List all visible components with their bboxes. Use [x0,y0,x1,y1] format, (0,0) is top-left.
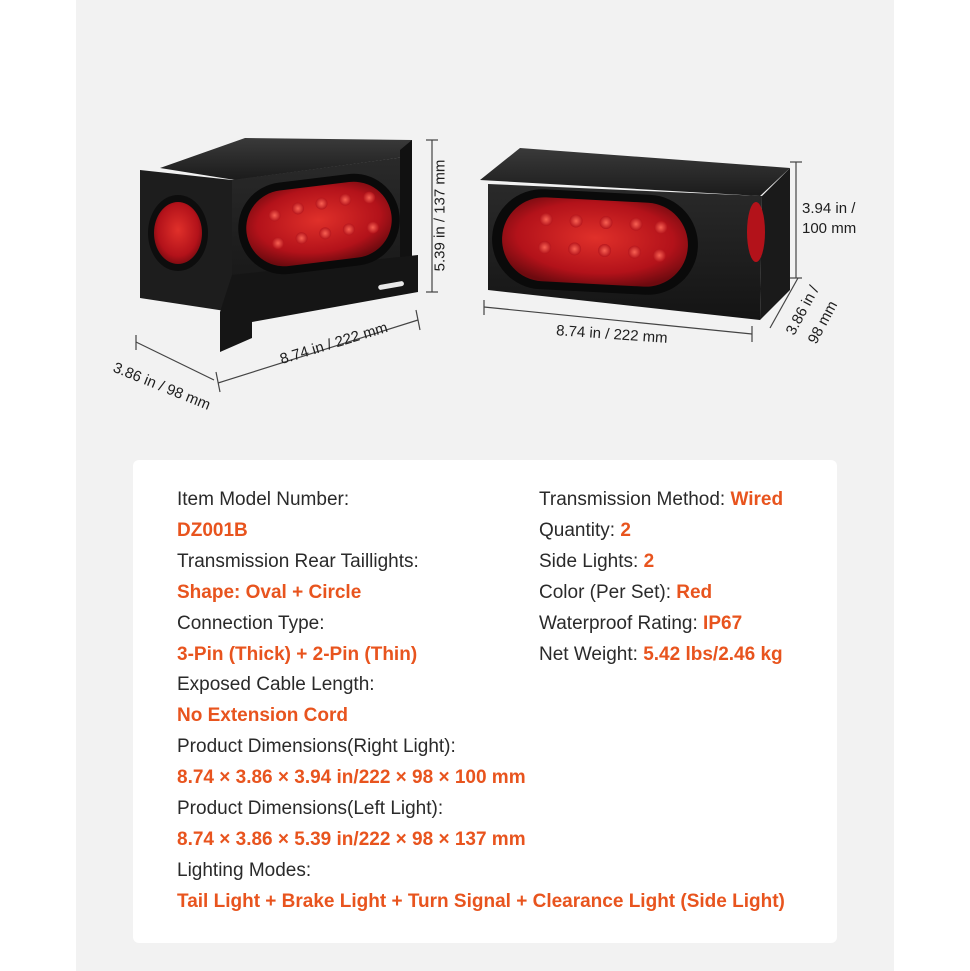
spec-value: No Extension Cord [177,705,349,727]
spec-label: Side Lights: [539,550,644,572]
spec-value: 8.74 × 3.86 × 3.94 in/222 × 98 × 100 mm [177,767,526,789]
spec-label: Transmission Rear Taillights: [177,550,419,572]
spec-label: Color (Per Set): [539,581,677,603]
spec-value: 2 [620,519,631,541]
spec-value: IP67 [703,612,743,634]
spec-label: Transmission Method: [539,489,731,510]
spec-label: Product Dimensions(Left Light): [177,798,444,819]
spec-label: Connection Type: [177,612,325,634]
spec-label: Exposed Cable Length: [177,674,375,696]
right-height-label-1: 3.94 in / [802,200,856,217]
right-height-label-2: 100 mm [802,220,857,237]
left-height-label: 5.39 in / 137 mm [431,159,449,272]
spec-row: Color (Per Set): Red [539,581,712,605]
spec-row: Side Lights: 2 [539,550,654,574]
spec-value: Wired [730,489,784,510]
spec-value: Tail Light + Brake Light + Turn Signal +… [177,890,785,912]
spec-label: Quantity: [539,519,621,541]
spec-value: Red [676,581,713,603]
spec-value: DZ001B [177,519,248,541]
spec-label: Lighting Modes: [177,859,312,881]
right-light-box [480,148,790,320]
spec-row: Waterproof Rating: IP67 [539,612,742,636]
spec-label: Net Weight: [539,643,644,665]
spec-value: 5.42 lbs/2.46 kg [643,643,783,665]
spec-value: 8.74 × 3.86 × 5.39 in/222 × 98 × 137 mm [177,828,526,850]
taillight-drawing [135,138,802,393]
spec-value: Shape: Oval + Circle [177,581,362,603]
spec-label: Waterproof Rating: [539,612,704,634]
spec-row: Net Weight: 5.42 lbs/2.46 kg [539,643,783,667]
left-light-box [140,138,418,352]
product-illustration: 5.39 in / 137 mm 8.74 in / 222 mm 3.86 i… [0,0,970,460]
spec-row: Transmission Method: Wired [539,488,783,512]
spec-value: 3-Pin (Thick) + 2-Pin (Thin) [177,643,418,665]
spec-value: 2 [643,550,655,572]
spec-label: Item Model Number: [177,489,350,510]
spec-row: Quantity: 2 [539,519,631,543]
dimension-lines [135,139,802,393]
spec-label: Product Dimensions(Right Light): [177,736,456,758]
specs-card [133,460,837,943]
